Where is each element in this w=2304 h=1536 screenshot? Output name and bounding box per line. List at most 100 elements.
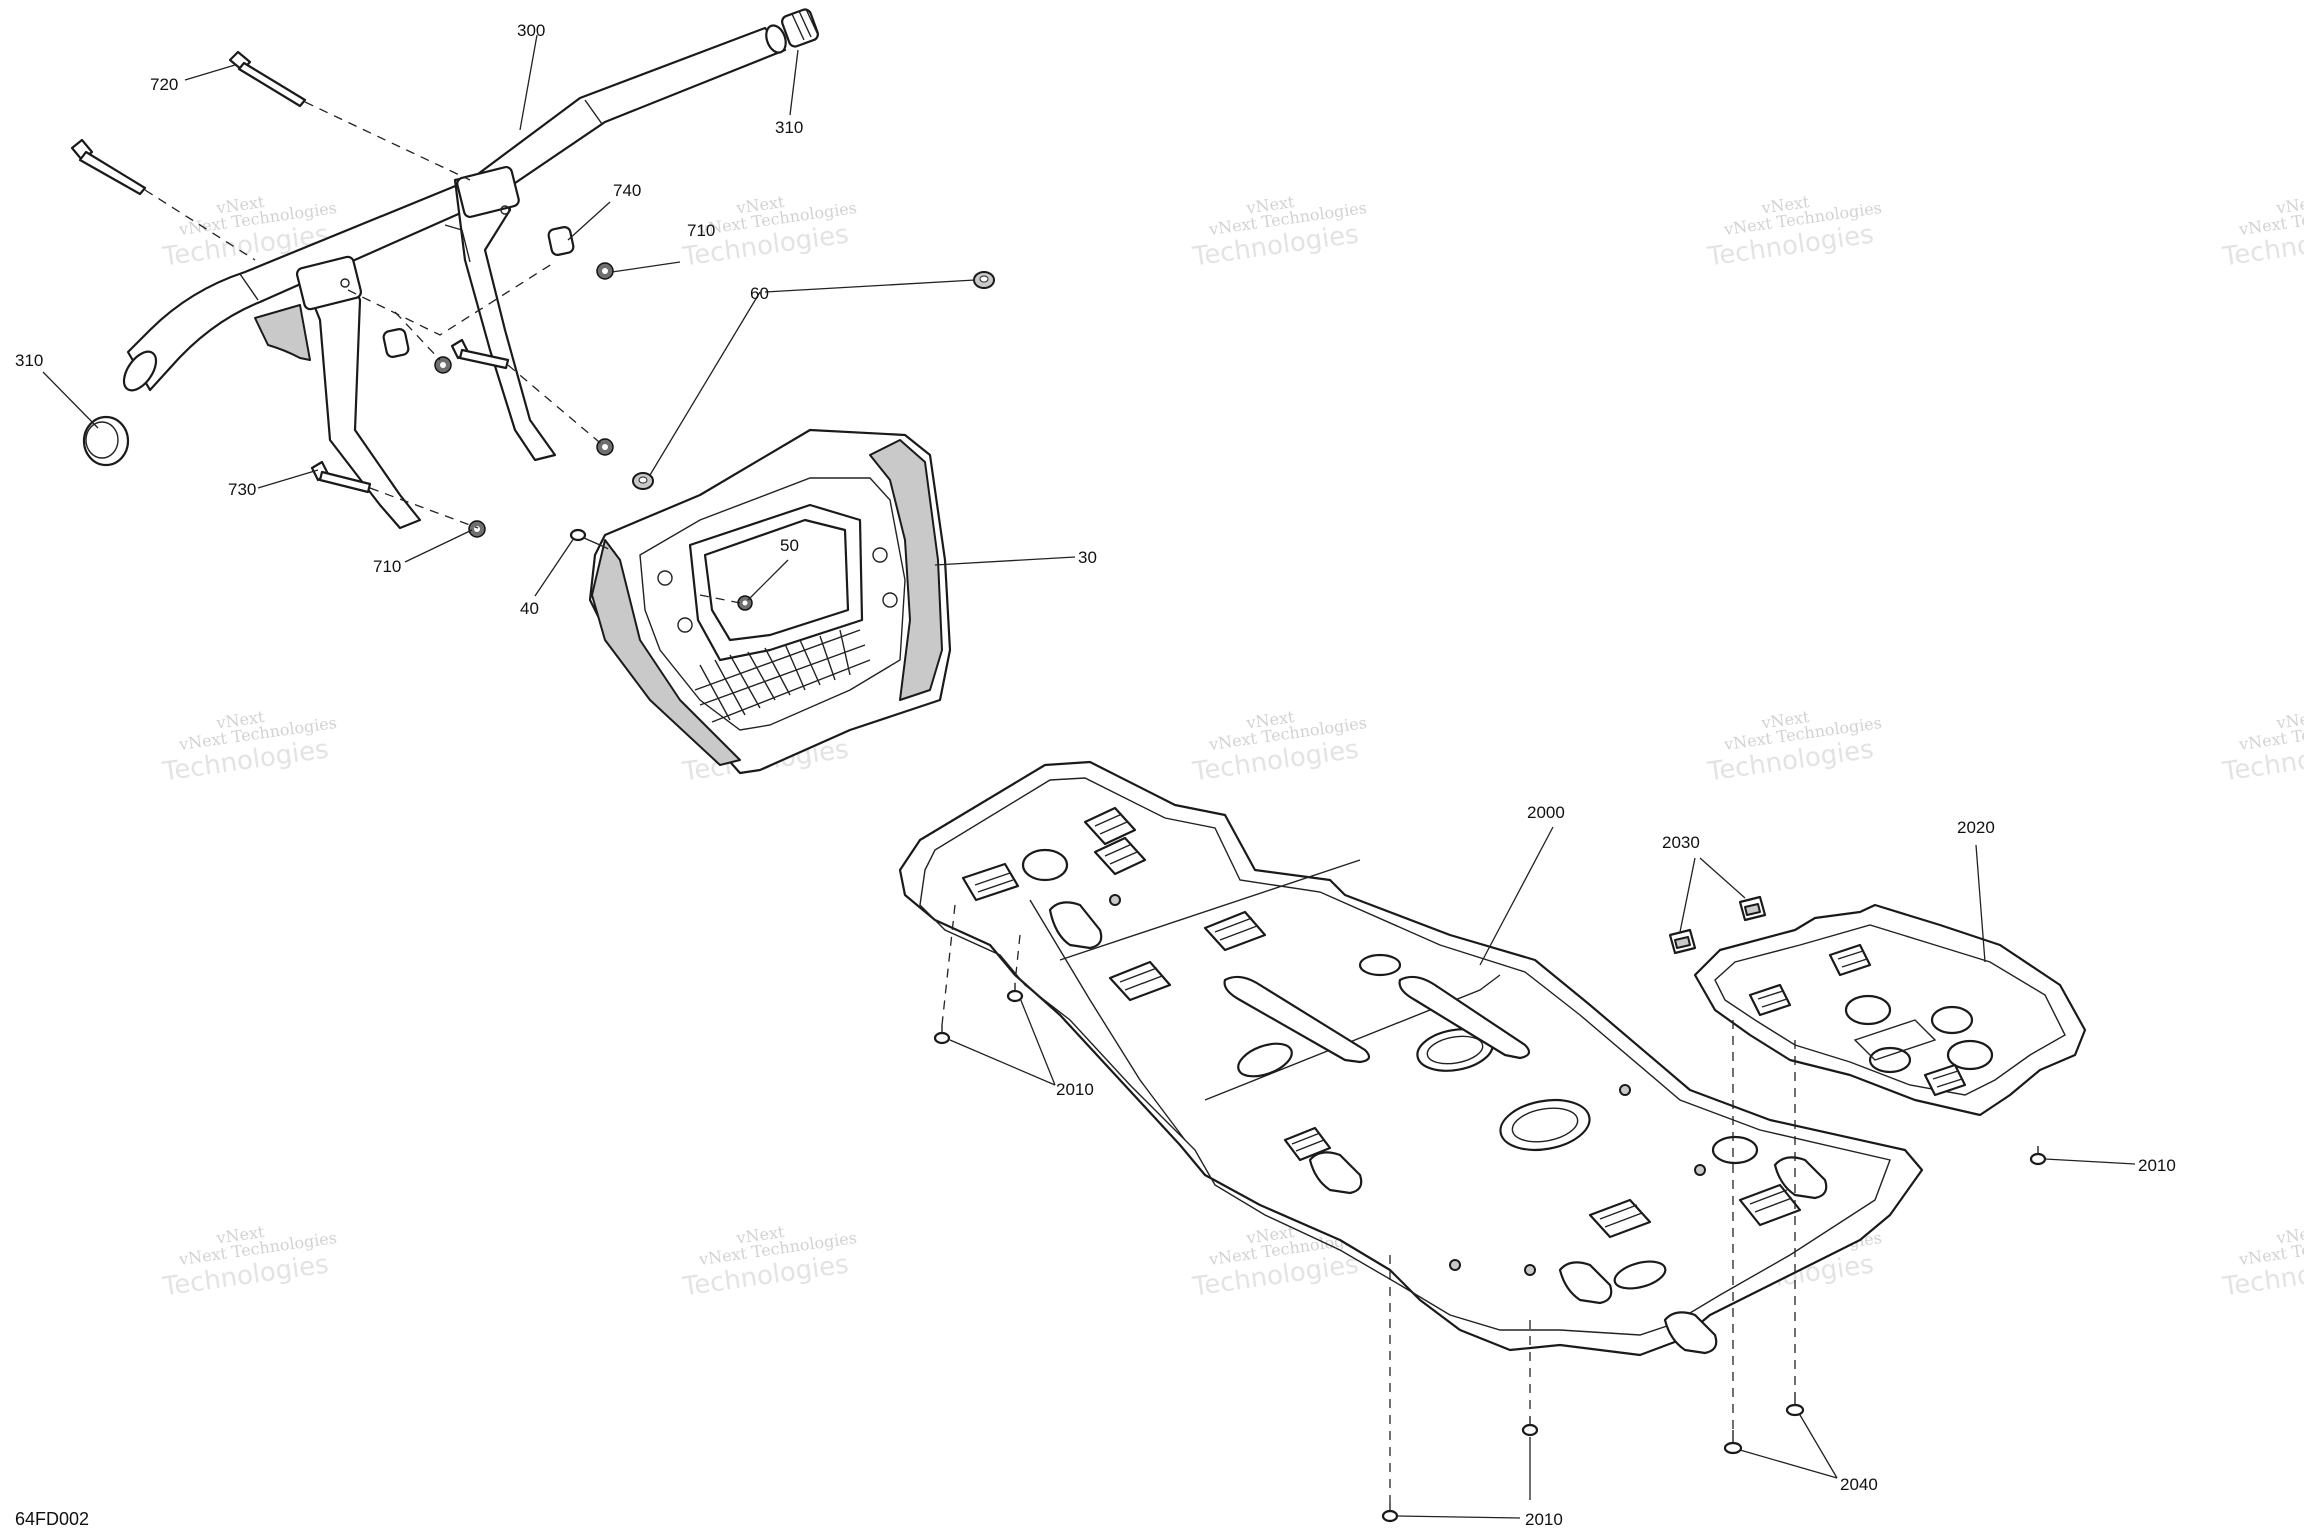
bolt-730	[310, 460, 372, 494]
rear-plate-vent-a	[1748, 983, 1792, 1017]
skid-plate-slot-2	[1308, 1151, 1363, 1195]
fastener-2010-a	[933, 1025, 951, 1045]
clamp-hole-right	[500, 205, 510, 215]
skid-plate-slot-5	[1663, 1311, 1718, 1355]
clip-2030-b	[1738, 895, 1767, 922]
housing-boss-b	[677, 617, 693, 633]
callout-300: 300	[517, 21, 545, 40]
rear-plate-hole-2	[1930, 1005, 1974, 1035]
watermark-tile: vNext vNext Technologies Technologies	[1705, 707, 1883, 788]
fastener-2010-b	[1006, 983, 1024, 1003]
rear-plate-hole-1	[1844, 994, 1892, 1026]
skid-plate-oval-1	[1021, 848, 1069, 882]
skid-plate-slot-1	[1048, 901, 1103, 950]
skid-plate-vent-e	[1108, 960, 1172, 1002]
end-cap-right	[781, 8, 819, 48]
rear-plate-hole-3	[1946, 1039, 1994, 1071]
skid-plate-vent-a	[961, 862, 1020, 902]
bushing-60-bottom	[632, 472, 654, 490]
housing-boss-d	[882, 592, 898, 608]
housing-left-face	[591, 539, 741, 766]
skid-plate-boss-e	[1449, 1259, 1461, 1271]
bolt-720-lower	[70, 138, 147, 196]
housing-boss-c	[872, 547, 888, 563]
watermark-tile: vNext vNext Technologies Technologies	[2220, 707, 2304, 788]
skid-plate-main	[898, 760, 1924, 1357]
nut-710-b	[434, 356, 452, 374]
instrument-housing	[569, 428, 952, 775]
callout-2010-left: 2010	[1056, 1080, 1094, 1099]
skid-plate-seam-a	[1029, 899, 1186, 1141]
leader-lines	[42, 34, 2136, 1519]
clamp-hole-left	[340, 278, 350, 288]
watermark-tile: vNext vNext Technologies Technologies	[160, 1222, 338, 1303]
skid-plate-vent-b	[1083, 806, 1137, 846]
skid-plate-oval-4	[1237, 1042, 1293, 1078]
callout-310-left: 310	[15, 351, 43, 370]
skid-plate-rear	[1668, 895, 2087, 1117]
skid-plate-boss-a	[1109, 894, 1121, 906]
callout-2040: 2040	[1840, 1475, 1878, 1494]
bushing-60-top	[973, 271, 995, 289]
housing-ribs	[694, 629, 871, 723]
callout-2020: 2020	[1957, 818, 1995, 837]
bolt-730-upper	[450, 338, 510, 370]
nut-710-a	[596, 262, 614, 280]
callout-710-top: 710	[687, 221, 715, 240]
housing-inner-rim	[639, 477, 906, 731]
callout-2010-right: 2010	[2138, 1156, 2176, 1175]
watermark-tile: vNext vNext Technologies Technologies	[1705, 192, 1883, 273]
fastener-2010-d	[1521, 1417, 1539, 1437]
clip-2030-a	[1668, 928, 1697, 955]
skid-plate-boss-d	[1524, 1264, 1536, 1276]
callout-2030: 2030	[1662, 833, 1700, 852]
housing-screen-window	[703, 518, 850, 642]
skid-plate-slot-3	[1558, 1261, 1613, 1305]
callout-50: 50	[780, 536, 799, 555]
skid-plate-outline	[898, 760, 1924, 1357]
callout-730: 730	[228, 480, 256, 499]
callout-2010-bottom: 2010	[1525, 1510, 1563, 1529]
watermark-tile: vNext vNext Technologies Technologies	[1190, 192, 1368, 273]
watermark-tile: vNext vNext Technologies Technologies	[160, 707, 338, 788]
skid-plate-boss-b	[1619, 1084, 1631, 1096]
rear-plate-inner-rim	[1714, 924, 2066, 1096]
fastener-2010-e	[1381, 1503, 1399, 1523]
skid-plate-vent-f	[1283, 1126, 1332, 1162]
skid-plate-slot-4	[1773, 1156, 1828, 1200]
callout-740: 740	[613, 181, 641, 200]
watermark-tile: vNext vNext Technologies Technologies	[2220, 1222, 2304, 1303]
skid-plate-vent-c	[1093, 836, 1147, 876]
nut-710-d	[468, 520, 486, 538]
callout-710-bottom: 710	[373, 557, 401, 576]
skid-plate-boss-c	[1694, 1164, 1706, 1176]
handlebar-assembly	[70, 8, 995, 538]
bracket-clamp-left	[295, 255, 363, 311]
watermark-tile: vNext vNext Technologies Technologies	[680, 1222, 858, 1303]
callout-30: 30	[1078, 548, 1097, 567]
fastener-2040-b	[1785, 1392, 1805, 1417]
skid-plate-vent-h	[1738, 1183, 1802, 1227]
skid-plate-vent-d	[1203, 910, 1267, 952]
skid-plate-seam-c	[1059, 859, 1361, 961]
callout-60: 60	[750, 284, 769, 303]
watermark-tile: vNext vNext Technologies Technologies	[1190, 707, 1368, 788]
callout-labels: 300 310 310 720 740 710 730 710 60 50 40…	[15, 21, 2176, 1529]
skid-plate-vent-g	[1588, 1198, 1652, 1239]
skid-plate-oval-6	[1711, 1135, 1759, 1165]
housing-right-face	[869, 439, 943, 701]
callout-40: 40	[520, 599, 539, 618]
fastener-2010-c	[2029, 1146, 2047, 1166]
rear-plate-vent-b	[1828, 943, 1872, 977]
watermark-tile: vNext vNext Technologies Technologies	[2220, 192, 2304, 273]
callout-720: 720	[150, 75, 178, 94]
skid-plate-oval-3-inner	[1511, 1107, 1579, 1143]
callout-310-top: 310	[775, 118, 803, 137]
rear-plate-rect	[1853, 1019, 1937, 1061]
nut-710-c	[596, 438, 614, 456]
skid-plate-rib-1	[1223, 975, 1371, 1064]
spacer-740-upper	[547, 226, 575, 256]
skid-plate-rib-2	[1398, 975, 1531, 1060]
watermark-tile: vNext vNext Technologies Technologies	[680, 192, 858, 273]
